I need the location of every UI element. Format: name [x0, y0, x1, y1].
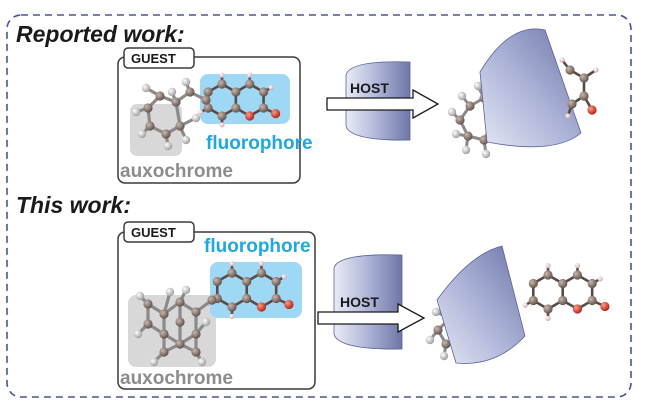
reported-auxochrome-label: auxochrome — [120, 161, 233, 182]
outer-dashed-border — [6, 14, 632, 398]
this-guest-box — [117, 231, 316, 390]
reported-guest-tag — [123, 47, 195, 69]
this-host-complex — [436, 245, 526, 364]
reported-host-complex — [479, 28, 582, 148]
reported-fluorophore-molecule — [197, 72, 281, 128]
this-auxochrome-label: auxochrome — [120, 368, 233, 389]
reported-work-heading: Reported work: — [16, 21, 185, 47]
this-fluorophore-highlight — [210, 262, 302, 318]
reported-guest-label: GUEST — [131, 51, 176, 66]
this-auxochrome-molecule — [133, 285, 217, 367]
reported-fluorophore-label: fluorophore — [206, 133, 313, 154]
reported-host-label: HOST — [350, 80, 389, 96]
this-host-label: HOST — [340, 294, 379, 310]
reported-protruding-fluorophore — [559, 57, 599, 119]
reported-work-panel: Reported work: GUEST fluorophore auxochr… — [16, 21, 599, 184]
this-protruding-fluorophore — [522, 263, 610, 321]
this-fluorophore-label: fluorophore — [204, 236, 311, 257]
this-host-small — [333, 254, 403, 350]
reported-arrow — [326, 88, 440, 120]
this-guest-tag — [123, 221, 195, 243]
this-work-heading: This work: — [16, 192, 131, 218]
reported-guest-box — [117, 56, 301, 184]
this-work-panel: This work: GUEST fluorophore auxochrome … — [16, 192, 610, 390]
reported-auxochrome-molecule — [131, 77, 211, 151]
this-guest-label: GUEST — [131, 225, 176, 240]
this-arrow — [317, 302, 426, 334]
